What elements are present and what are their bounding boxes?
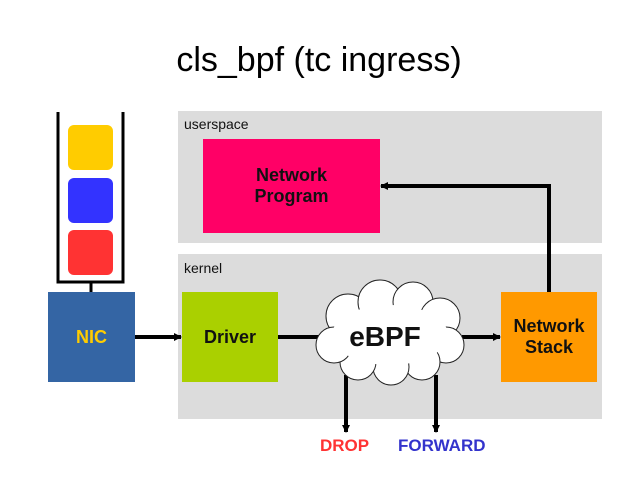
nic-box: NIC <box>48 292 135 382</box>
ebpf-label: eBPF <box>349 320 421 352</box>
userspace-label: userspace <box>184 116 249 132</box>
packet-blue <box>68 178 113 223</box>
network-stack-label: Network Stack <box>513 316 585 357</box>
network-program-label: Network Program <box>254 165 329 206</box>
forward-label: FORWARD <box>398 436 486 455</box>
kernel-label: kernel <box>184 260 223 276</box>
driver-box: Driver <box>182 292 278 382</box>
network-stack-box: Network Stack <box>501 292 597 382</box>
network-program-box: Network Program <box>203 139 380 233</box>
packet-red <box>68 230 113 275</box>
page-title: cls_bpf (tc ingress) <box>176 41 462 79</box>
stack-to-program-arrow <box>380 182 551 292</box>
driver-label: Driver <box>203 326 257 347</box>
nic-label: NIC <box>76 326 107 347</box>
drop-label: DROP <box>320 436 370 455</box>
packet-queue-icon <box>56 112 125 292</box>
packet-yellow <box>68 125 113 170</box>
